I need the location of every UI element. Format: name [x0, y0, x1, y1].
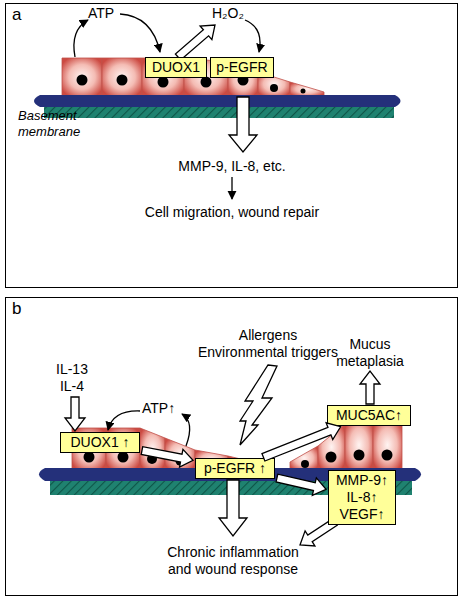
activation-arrow: [120, 14, 160, 52]
cell-nucleus: [158, 77, 169, 88]
hollow-arrow: [360, 371, 380, 404]
cell-nucleus: [270, 84, 278, 92]
mediator-label: MMP-9, IL-8, etc.: [132, 158, 332, 175]
cell-nucleus: [382, 450, 393, 461]
cell-nucleus: [354, 450, 365, 461]
tissue-a: [34, 58, 401, 118]
cytokine-label: IL-13: [47, 361, 97, 378]
box-text: MUC5AC↑: [330, 407, 408, 424]
box-text: p-EGFR ↑: [198, 460, 272, 477]
cell-nucleus: [77, 75, 88, 86]
cell-nucleus: [84, 452, 95, 463]
epithelial-cell: [290, 82, 324, 96]
receptor-box: p-EGFR: [210, 57, 274, 78]
panel-letter: b: [12, 299, 21, 319]
box-text: p-EGFR: [213, 59, 271, 76]
damaged-cell: [165, 438, 195, 470]
hollow-arrow: [65, 397, 85, 431]
cell-nucleus: [176, 457, 185, 466]
epithelial-cell: [373, 420, 402, 470]
cell-nucleus: [201, 77, 212, 88]
outcome-label: Mucus metaplasia: [330, 336, 410, 370]
enzyme-box: DUOX1: [145, 57, 207, 78]
result-arrow: [231, 177, 232, 199]
epithelial-cell: [318, 424, 345, 470]
cell-nucleus: [147, 454, 157, 464]
cell-nucleus: [117, 75, 128, 86]
box-text: DUOX1 ↑: [63, 434, 137, 451]
damaged-cell: [140, 428, 165, 470]
hollow-arrow: [229, 97, 257, 152]
trigger-label: Allergens Environmental triggers: [195, 327, 341, 361]
cell-nucleus: [118, 452, 129, 463]
cell-nucleus: [301, 460, 309, 468]
enzyme-box: DUOX1 ↑: [60, 432, 140, 453]
release-arrow: [74, 20, 88, 57]
signal-arrow: [141, 447, 193, 467]
structure-label: Basement membrane: [18, 108, 90, 140]
mucin-box: MUC5AC↑: [327, 405, 411, 426]
panel-letter: a: [12, 5, 21, 25]
box-text: MMP-9↑ IL-8↑ VEGF↑: [331, 472, 393, 523]
signal-arrow: [276, 474, 326, 495]
box-text: DUOX1: [148, 59, 204, 76]
basement-membrane: [34, 95, 401, 107]
receptor-box: p-EGFR ↑: [195, 458, 275, 479]
molecule-label: ATP: [88, 5, 128, 22]
outcome-label: Chronic inflammation and wound response: [157, 544, 309, 578]
epithelial-cell: [345, 420, 373, 470]
activation-arrow: [245, 20, 260, 52]
release-arrow: [182, 414, 190, 446]
signal-arrow: [262, 423, 341, 461]
epithelial-cell: [102, 58, 142, 96]
cell-nucleus: [326, 452, 337, 463]
outcome-label: Cell migration, wound repair: [107, 204, 357, 221]
damaged-cell: [290, 446, 318, 470]
epithelial-cell: [62, 58, 102, 96]
lightning-bolt: [240, 365, 277, 445]
hollow-arrow: [219, 480, 247, 536]
activation-arrow: [108, 411, 140, 430]
cytokine-label: IL-4: [47, 378, 97, 395]
hollow-arrow: [175, 25, 215, 60]
mediator-box: MMP-9↑ IL-8↑ VEGF↑: [328, 470, 396, 525]
molecule-label: H₂O₂: [212, 5, 262, 22]
panel-frame: aDUOX1 p-EGFR: [5, 3, 458, 288]
cell-nucleus: [301, 89, 306, 94]
molecule-label: ATP↑: [142, 400, 192, 417]
